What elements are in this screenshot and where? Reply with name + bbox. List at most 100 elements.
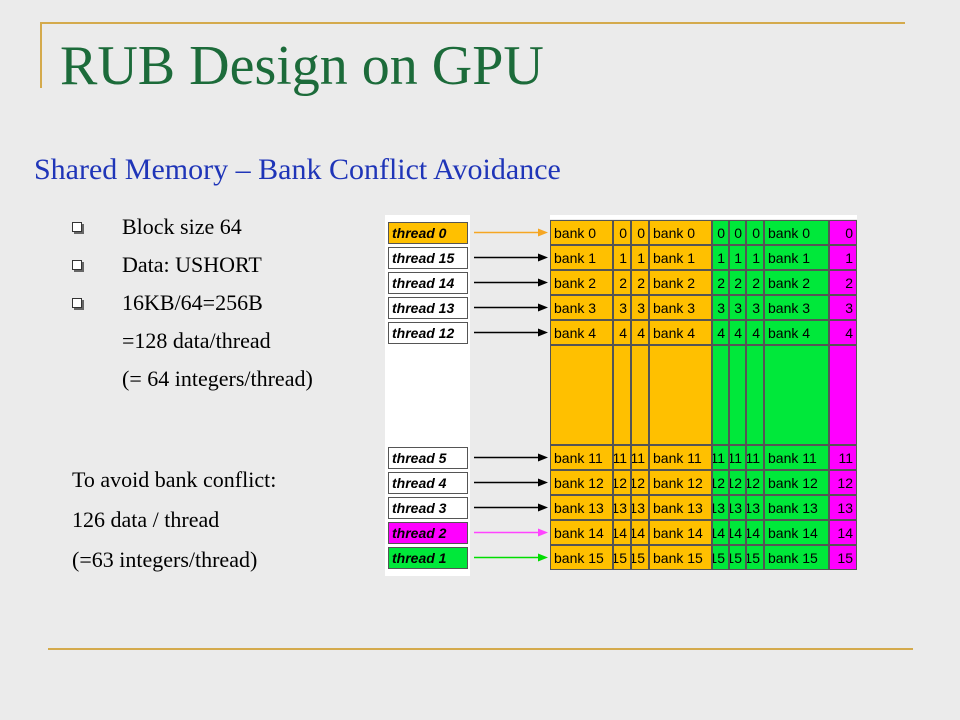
frame-left-line	[40, 22, 42, 88]
index-cell: 14	[746, 520, 764, 545]
index-cell: 0	[746, 220, 764, 245]
index-cell: 13	[746, 495, 764, 520]
text-line: (=63 integers/thread)	[72, 547, 258, 572]
bank-cell: bank 12	[764, 470, 829, 495]
index-cell: 13	[829, 495, 857, 520]
index-cell: 13	[712, 495, 729, 520]
arrows	[474, 228, 548, 562]
bullet-text: 16KB/64=256B	[122, 290, 263, 315]
index-cell: 1	[746, 245, 764, 270]
index-cell: 3	[712, 295, 729, 320]
frame-bottom-line	[48, 648, 913, 650]
index-cell: 3	[746, 295, 764, 320]
bank-cell: bank 12	[550, 470, 613, 495]
bank-cell: bank 4	[764, 320, 829, 345]
index-cell: 2	[631, 270, 649, 295]
bank-cell: bank 3	[550, 295, 613, 320]
bank-cell: bank 1	[649, 245, 712, 270]
bullet-text: =128 data/thread	[122, 328, 271, 353]
index-cell: 2	[829, 270, 857, 295]
index-cell: 11	[729, 445, 746, 470]
thread-label: thread 13	[388, 297, 468, 319]
bank-cell: bank 2	[764, 270, 829, 295]
thread-label: thread 15	[388, 247, 468, 269]
slide-title: RUB Design on GPU	[60, 35, 544, 97]
arrow-head-icon	[538, 503, 548, 512]
bank-cell: bank 3	[649, 295, 712, 320]
bank-cell: bank 14	[550, 520, 613, 545]
bank-cell: bank 3	[764, 295, 829, 320]
gap-cell	[613, 345, 631, 445]
bullet-item: (= 64 integers/thread)	[72, 360, 313, 398]
square-bullet-icon	[72, 222, 82, 232]
gap-cell	[631, 345, 649, 445]
index-cell: 11	[613, 445, 631, 470]
gap-cell	[829, 345, 857, 445]
index-cell: 1	[613, 245, 631, 270]
index-cell: 3	[829, 295, 857, 320]
index-cell: 14	[712, 520, 729, 545]
index-cell: 1	[829, 245, 857, 270]
bank-cell: bank 0	[764, 220, 829, 245]
bank-cell: bank 1	[550, 245, 613, 270]
thread-label: thread 12	[388, 322, 468, 344]
arrow-head-icon	[538, 453, 548, 462]
index-cell: 11	[712, 445, 729, 470]
bank-cell: bank 14	[649, 520, 712, 545]
slide-subtitle: Shared Memory – Bank Conflict Avoidance	[34, 153, 561, 186]
index-cell: 4	[631, 320, 649, 345]
index-cell: 4	[829, 320, 857, 345]
arrow-head-icon	[538, 528, 548, 537]
index-cell: 0	[631, 220, 649, 245]
index-cell: 11	[746, 445, 764, 470]
index-cell: 15	[712, 545, 729, 570]
arrow-head-icon	[538, 228, 548, 237]
index-cell: 4	[712, 320, 729, 345]
thread-label: thread 14	[388, 272, 468, 294]
bank-cell: bank 11	[764, 445, 829, 470]
bank-cell: bank 11	[550, 445, 613, 470]
index-cell: 4	[746, 320, 764, 345]
index-cell: 13	[729, 495, 746, 520]
thread-label: thread 3	[388, 497, 468, 519]
bank-cell: bank 1	[764, 245, 829, 270]
index-cell: 11	[829, 445, 857, 470]
index-cell: 0	[729, 220, 746, 245]
index-cell: 2	[712, 270, 729, 295]
gap-cell	[712, 345, 729, 445]
arrow-head-icon	[538, 328, 548, 337]
arrow-head-icon	[538, 478, 548, 487]
index-cell: 1	[712, 245, 729, 270]
index-cell: 3	[631, 295, 649, 320]
square-bullet-icon	[72, 260, 82, 270]
thread-label: thread 1	[388, 547, 468, 569]
index-cell: 13	[613, 495, 631, 520]
thread-label: thread 2	[388, 522, 468, 544]
bullet-text: Data: USHORT	[122, 252, 262, 277]
gap-cell	[649, 345, 712, 445]
index-cell: 2	[613, 270, 631, 295]
gap-cell	[746, 345, 764, 445]
bullet-list: Block size 64 Data: USHORT 16KB/64=256B =12…	[72, 208, 313, 398]
bank-cell: bank 13	[550, 495, 613, 520]
bank-cell: bank 15	[649, 545, 712, 570]
index-cell: 14	[613, 520, 631, 545]
grid-top-strip	[550, 215, 857, 219]
index-cell: 12	[613, 470, 631, 495]
index-cell: 12	[746, 470, 764, 495]
bank-cell: bank 15	[764, 545, 829, 570]
bullet-item: Data: USHORT	[72, 246, 313, 284]
index-cell: 2	[729, 270, 746, 295]
gap-cell	[550, 345, 613, 445]
text-line: To avoid bank conflict:	[72, 467, 277, 492]
gap-cell	[729, 345, 746, 445]
arrow-head-icon	[538, 553, 548, 562]
bullet-item: Block size 64	[72, 208, 313, 246]
arrow-head-icon	[538, 303, 548, 312]
bank-cell: bank 11	[649, 445, 712, 470]
bank-cell: bank 4	[649, 320, 712, 345]
index-cell: 1	[631, 245, 649, 270]
index-cell: 4	[729, 320, 746, 345]
index-cell: 15	[829, 545, 857, 570]
